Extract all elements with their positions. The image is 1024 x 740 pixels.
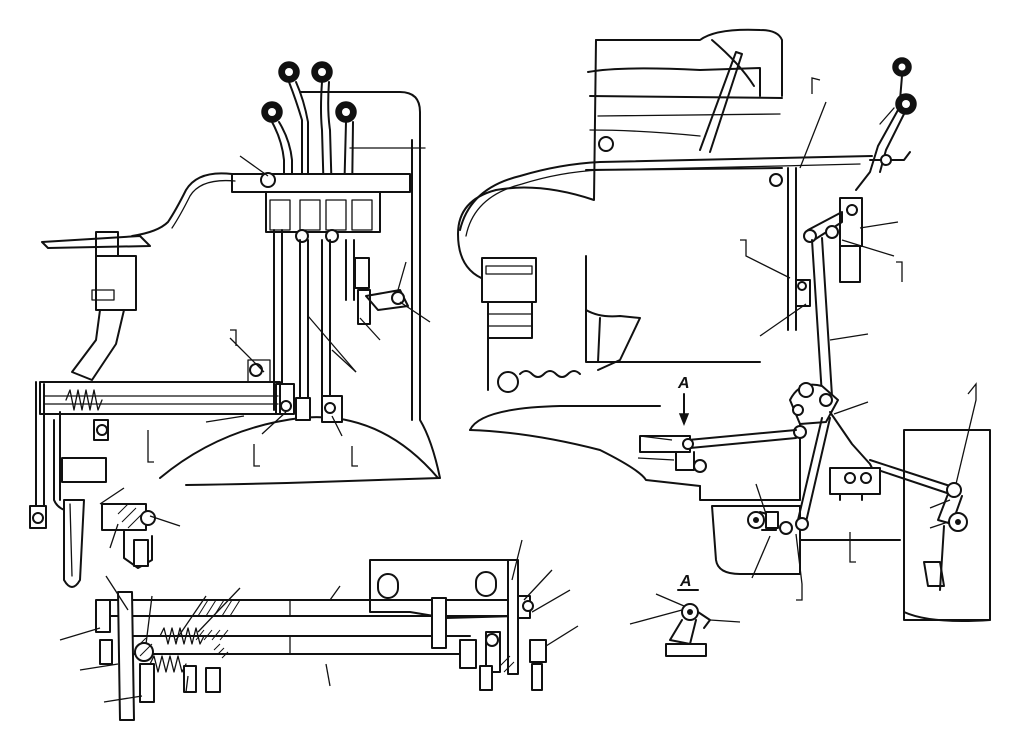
lever-knob-2	[311, 61, 333, 201]
right-leaders	[637, 77, 977, 601]
lever-knob-1	[278, 61, 309, 201]
lever-knob-6	[895, 93, 917, 115]
bottom-leaders	[59, 539, 579, 703]
bottom-shaft-assembly	[95, 559, 547, 721]
arrow-label: A	[677, 375, 690, 392]
view-arrow-a: A	[677, 375, 690, 427]
view-label: A	[679, 573, 692, 590]
right-linkage-assembly	[457, 28, 991, 622]
left-lever-assembly	[29, 61, 441, 588]
left-leaders	[99, 155, 431, 549]
lever-knob-3	[261, 101, 293, 201]
detail-view-a: A	[629, 573, 741, 657]
